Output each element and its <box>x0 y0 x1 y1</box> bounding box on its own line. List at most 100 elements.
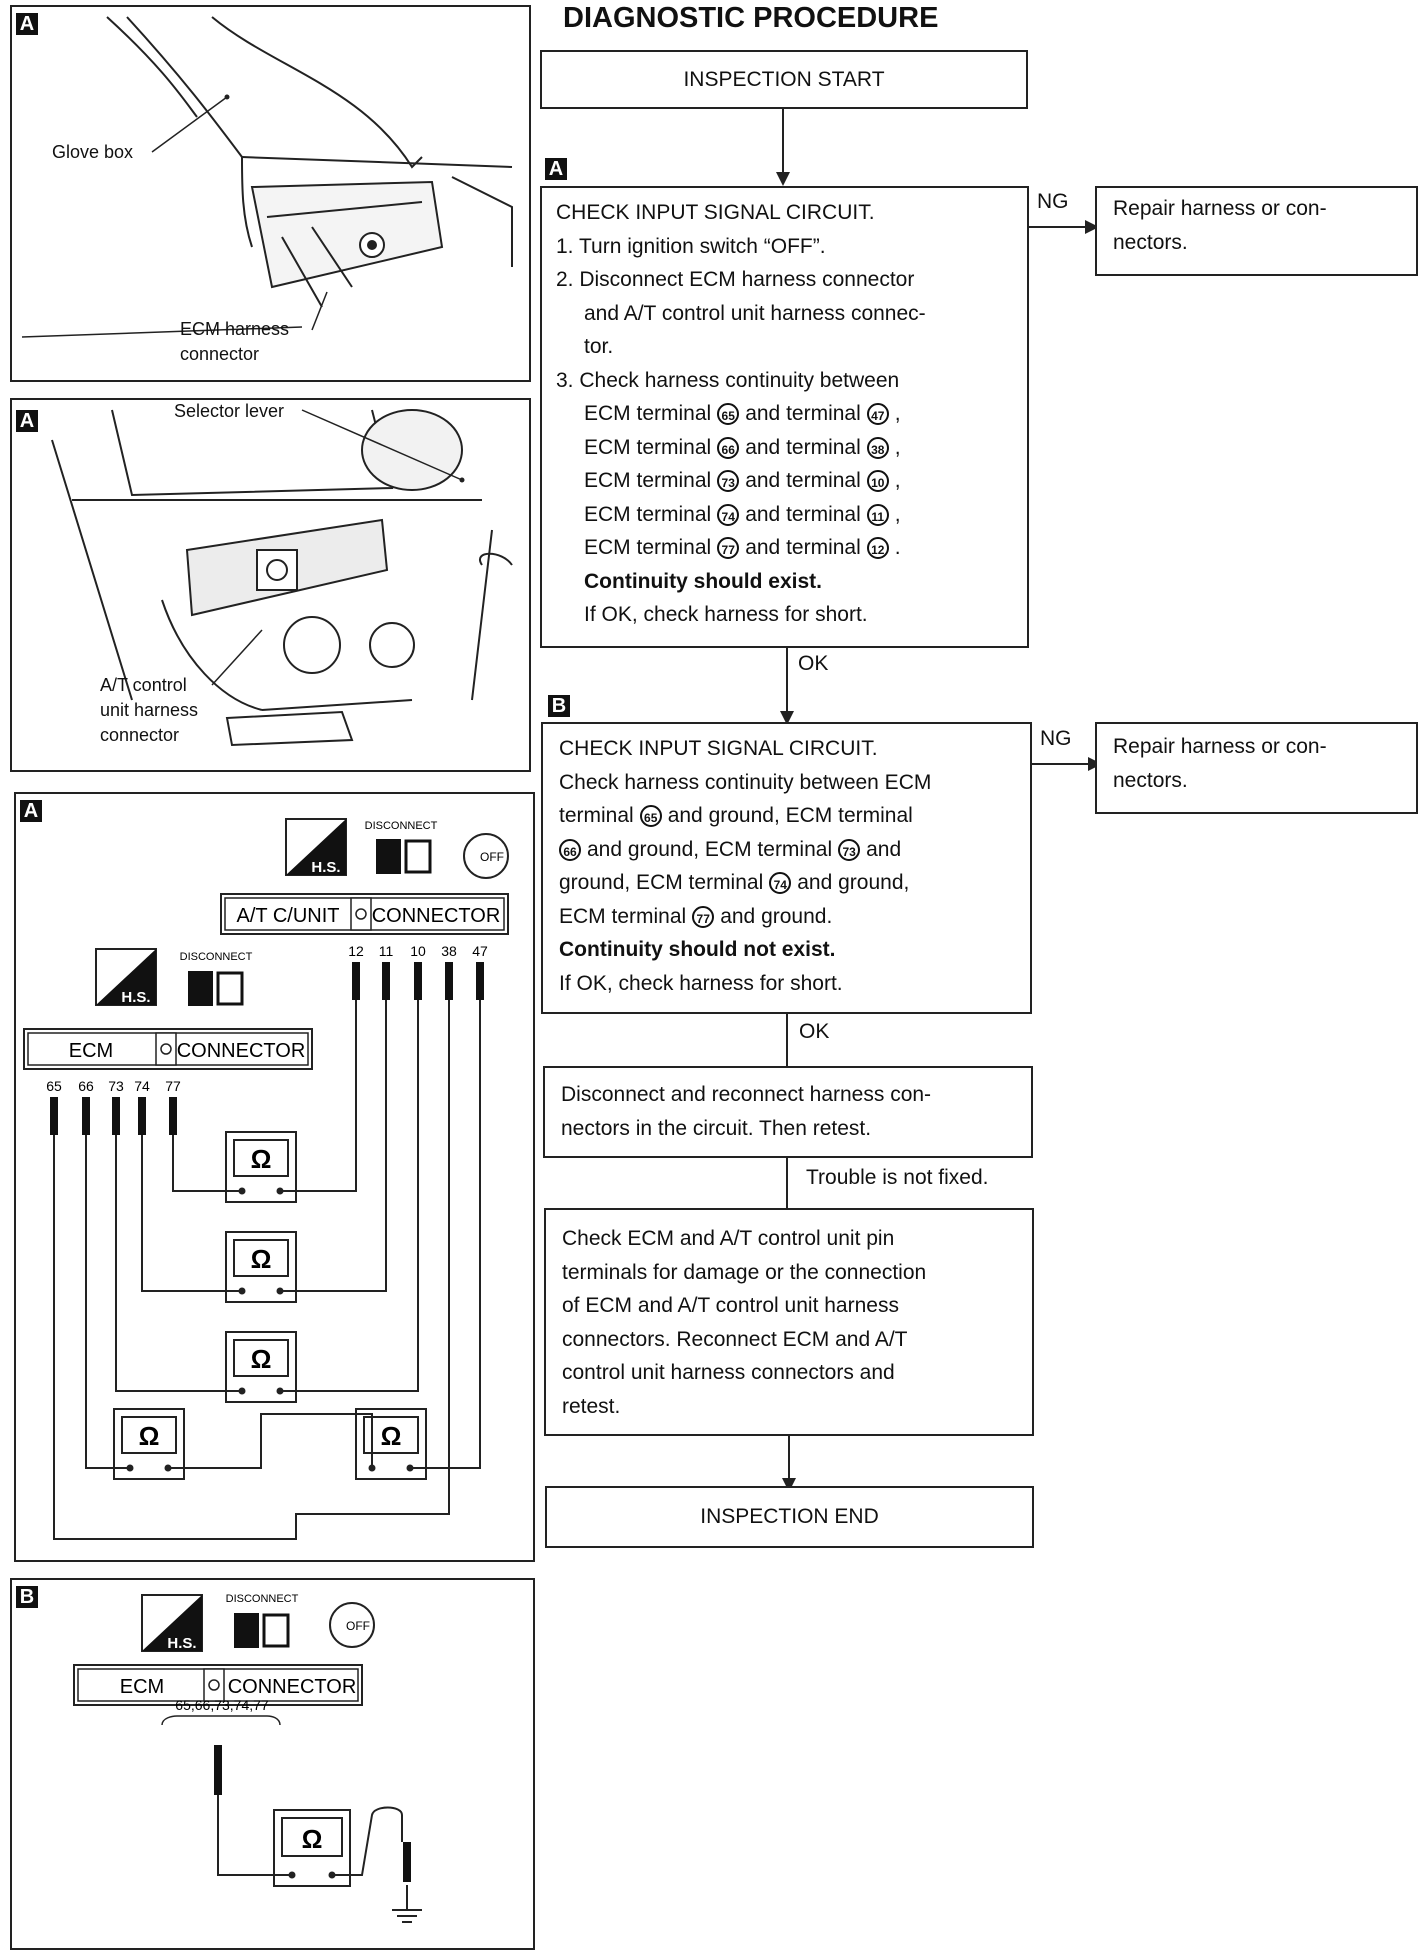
step-b-box: CHECK INPUT SIGNAL CIRCUIT. Check harnes… <box>541 722 1032 1014</box>
step-a-line: and A/T control unit harness connec- <box>584 301 926 325</box>
flow-arrow <box>776 172 790 186</box>
terminal-number: 74 <box>717 503 740 526</box>
terminal-number: 47 <box>866 403 889 426</box>
svg-text:H.S.: H.S. <box>167 1635 196 1652</box>
ecm-pin-label: 74 <box>134 1078 150 1094</box>
off-key-icon: OFF <box>329 1602 375 1648</box>
flow-connector <box>782 109 784 174</box>
hs-icon: H.S. <box>95 948 157 1006</box>
ecm-connector: ECM CONNECTOR <box>73 1664 363 1706</box>
figure-tag: B <box>16 1586 38 1608</box>
terminal-number: 65 <box>717 403 740 426</box>
terminal-number: 12 <box>866 537 889 560</box>
selector-lever-figure: A Selector lever A/T control unit harnes… <box>10 398 531 772</box>
final-check-box: Check ECM and A/T control unit pin termi… <box>544 1208 1034 1436</box>
wiring-a-drawing: H.S. DISCONNECT OFF A/T C/UNIT CONNECTOR… <box>23 818 509 1540</box>
disconnect-icon: DISCONNECT <box>226 1593 299 1648</box>
terminal-number: 77 <box>692 905 715 928</box>
at-connector: A/T C/UNIT CONNECTOR <box>220 893 509 935</box>
terminal-number: 38 <box>866 436 889 459</box>
step-a-result: Continuity should exist. <box>584 569 823 593</box>
svg-text:DISCONNECT: DISCONNECT <box>226 1593 299 1605</box>
ok-label: OK <box>799 1020 830 1043</box>
reconnect-box: Disconnect and reconnect harness con- ne… <box>543 1066 1033 1158</box>
at-control-label-2: unit harness <box>100 700 199 720</box>
page-title: DIAGNOSTIC PROCEDURE <box>563 2 939 34</box>
repair-text: Repair harness or con- <box>1113 197 1327 220</box>
disconnect-icon: DISCONNECT <box>365 820 438 874</box>
step-b-line: Check harness continuity between ECM <box>559 770 932 794</box>
step-a-tag: A <box>545 158 567 180</box>
at-pin-label: 11 <box>379 943 394 959</box>
terminal-number: 77 <box>717 537 740 560</box>
final-check-text: of ECM and A/T control unit harness <box>562 1294 899 1317</box>
ohmmeter <box>273 1809 351 1887</box>
step-a-line: 1. Turn ignition switch “OFF”. <box>556 234 826 258</box>
at-control-label-3: connector <box>100 725 180 745</box>
ecm-harness-label-2: connector <box>180 344 260 364</box>
ok-label: OK <box>798 652 829 675</box>
ecm-connector: ECM CONNECTOR <box>23 1028 313 1070</box>
svg-text:ECM: ECM <box>69 1040 113 1062</box>
glovebox-figure: A Glove box ECM harness connector <box>10 5 531 382</box>
step-a-line: 2. Disconnect ECM harness connector <box>556 268 915 291</box>
selector-illustration <box>51 409 513 747</box>
svg-text:DISCONNECT: DISCONNECT <box>365 820 438 832</box>
svg-text:CONNECTOR: CONNECTOR <box>228 1676 357 1698</box>
step-a-line: tor. <box>584 335 614 358</box>
repair-box-a: Repair harness or con- nectors. <box>1095 186 1418 276</box>
step-a-ok-note: If OK, check harness for short. <box>584 603 868 626</box>
svg-text:Ω: Ω <box>381 1421 402 1451</box>
step-b-tag: B <box>548 695 570 717</box>
flow-connector <box>788 1436 790 1482</box>
svg-text:Ω: Ω <box>251 1344 272 1374</box>
svg-text:Ω: Ω <box>139 1421 160 1451</box>
svg-text:H.S.: H.S. <box>121 989 150 1006</box>
terminal-number: 73 <box>717 470 740 493</box>
terminal-number: 74 <box>769 872 792 895</box>
ecm-pins-label: 65,66,73,74,77 <box>175 1697 269 1713</box>
figure-tag: A <box>20 800 42 822</box>
flow-connector <box>786 1158 788 1208</box>
figure-tag: A <box>16 13 38 35</box>
ecm-pin-label: 65 <box>46 1078 62 1094</box>
repair-box-b: Repair harness or con- nectors. <box>1095 722 1418 814</box>
inspection-start-label: INSPECTION START <box>683 68 885 91</box>
inspection-start-box: INSPECTION START <box>540 50 1028 109</box>
step-a-heading: CHECK INPUT SIGNAL CIRCUIT. <box>556 201 875 224</box>
terminal-number: 73 <box>838 838 861 861</box>
repair-text: nectors. <box>1113 768 1188 792</box>
final-check-text: terminals for damage or the connection <box>562 1260 927 1284</box>
svg-text:OFF: OFF <box>346 1619 370 1633</box>
svg-text:ECM: ECM <box>120 1676 164 1698</box>
glovebox-illustration <box>21 16 513 338</box>
terminal-number: 66 <box>559 838 581 861</box>
ecm-pin-label: 77 <box>165 1078 181 1094</box>
final-check-text: connectors. Reconnect ECM and A/T <box>562 1327 908 1351</box>
step-a-box: CHECK INPUT SIGNAL CIRCUIT. 1. Turn igni… <box>540 186 1029 648</box>
terminal-number: 11 <box>866 503 889 526</box>
svg-text:Ω: Ω <box>251 1244 272 1274</box>
at-pin-label: 10 <box>410 943 426 959</box>
selector-lever-label: Selector lever <box>174 401 285 421</box>
ng-connector <box>1029 226 1091 228</box>
svg-text:CONNECTOR: CONNECTOR <box>372 905 501 927</box>
repair-text: Repair harness or con- <box>1113 735 1327 758</box>
trouble-not-fixed-label: Trouble is not fixed. <box>806 1166 989 1189</box>
off-key-icon: OFF <box>463 833 509 879</box>
ng-label: NG <box>1037 190 1069 213</box>
flow-arrow <box>780 711 794 725</box>
glove-box-label: Glove box <box>52 142 134 162</box>
inspection-end-label: INSPECTION END <box>700 1505 879 1528</box>
ecm-harness-label: ECM harness <box>180 319 290 339</box>
at-control-label-1: A/T control <box>100 675 187 695</box>
inspection-end-box: INSPECTION END <box>545 1486 1034 1548</box>
wiring-diagram-b: B H.S. DISCONNECT OFF ECM CONNECTOR 65,6… <box>10 1578 535 1950</box>
